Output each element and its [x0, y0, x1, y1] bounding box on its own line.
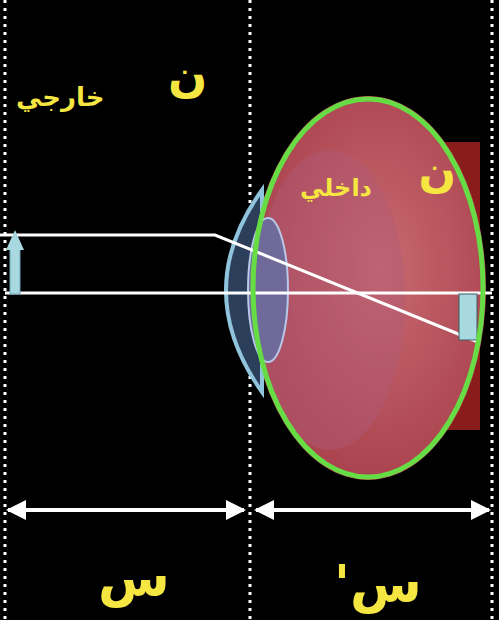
object-arrow: [10, 248, 20, 294]
region-label: خارجي: [16, 84, 105, 110]
image-arrow: [459, 294, 477, 340]
region-border: [4, 0, 7, 620]
optical-axis: [5, 292, 492, 295]
distance-arrow: [8, 508, 244, 512]
refractive-index-symbol: ن: [168, 52, 207, 98]
eye-region: ن داخلي: [250, 96, 486, 480]
distance-symbol: س: [98, 552, 170, 604]
region-border: [491, 0, 494, 620]
distance-arrow: [256, 508, 489, 512]
light-ray: [0, 235, 478, 342]
distance-symbol: س': [334, 558, 422, 610]
refractive-index-symbol: ن: [418, 150, 456, 194]
region-label: داخلي: [300, 176, 372, 200]
object-arrow-head: [6, 230, 24, 250]
